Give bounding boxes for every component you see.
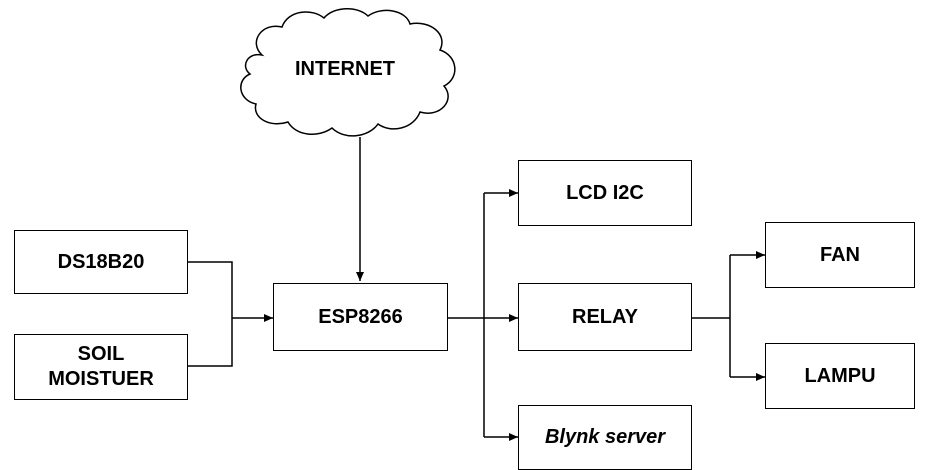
blynk-server-label: Blynk server xyxy=(544,426,666,448)
soil-label-line2: MOISTUER xyxy=(48,368,154,390)
fan-label: FAN xyxy=(820,243,860,266)
relay-box: RELAY xyxy=(518,283,692,351)
lcd-i2c-label: LCD I2C xyxy=(566,181,644,204)
lcd-i2c-box: LCD I2C xyxy=(518,160,692,226)
lampu-label: LAMPU xyxy=(804,364,876,387)
fan-box: FAN xyxy=(765,222,915,288)
blynk-server-box: Blynk server xyxy=(518,405,692,470)
ds18b20-label: DS18B20 xyxy=(57,250,145,273)
internet-label: INTERNET xyxy=(295,58,395,80)
internet-cloud-icon xyxy=(240,8,456,137)
ds18b20-connector xyxy=(188,261,233,318)
esp8266-box: ESP8266 xyxy=(273,283,448,351)
soil-connector xyxy=(188,318,233,367)
soil-moisture-box: SOIL MOISTUER xyxy=(14,334,188,400)
relay-label: RELAY xyxy=(572,305,638,328)
soil-label-line1: SOIL xyxy=(77,343,125,365)
lampu-box: LAMPU xyxy=(765,343,915,409)
esp8266-label: ESP8266 xyxy=(318,305,403,328)
ds18b20-box: DS18B20 xyxy=(14,230,188,294)
